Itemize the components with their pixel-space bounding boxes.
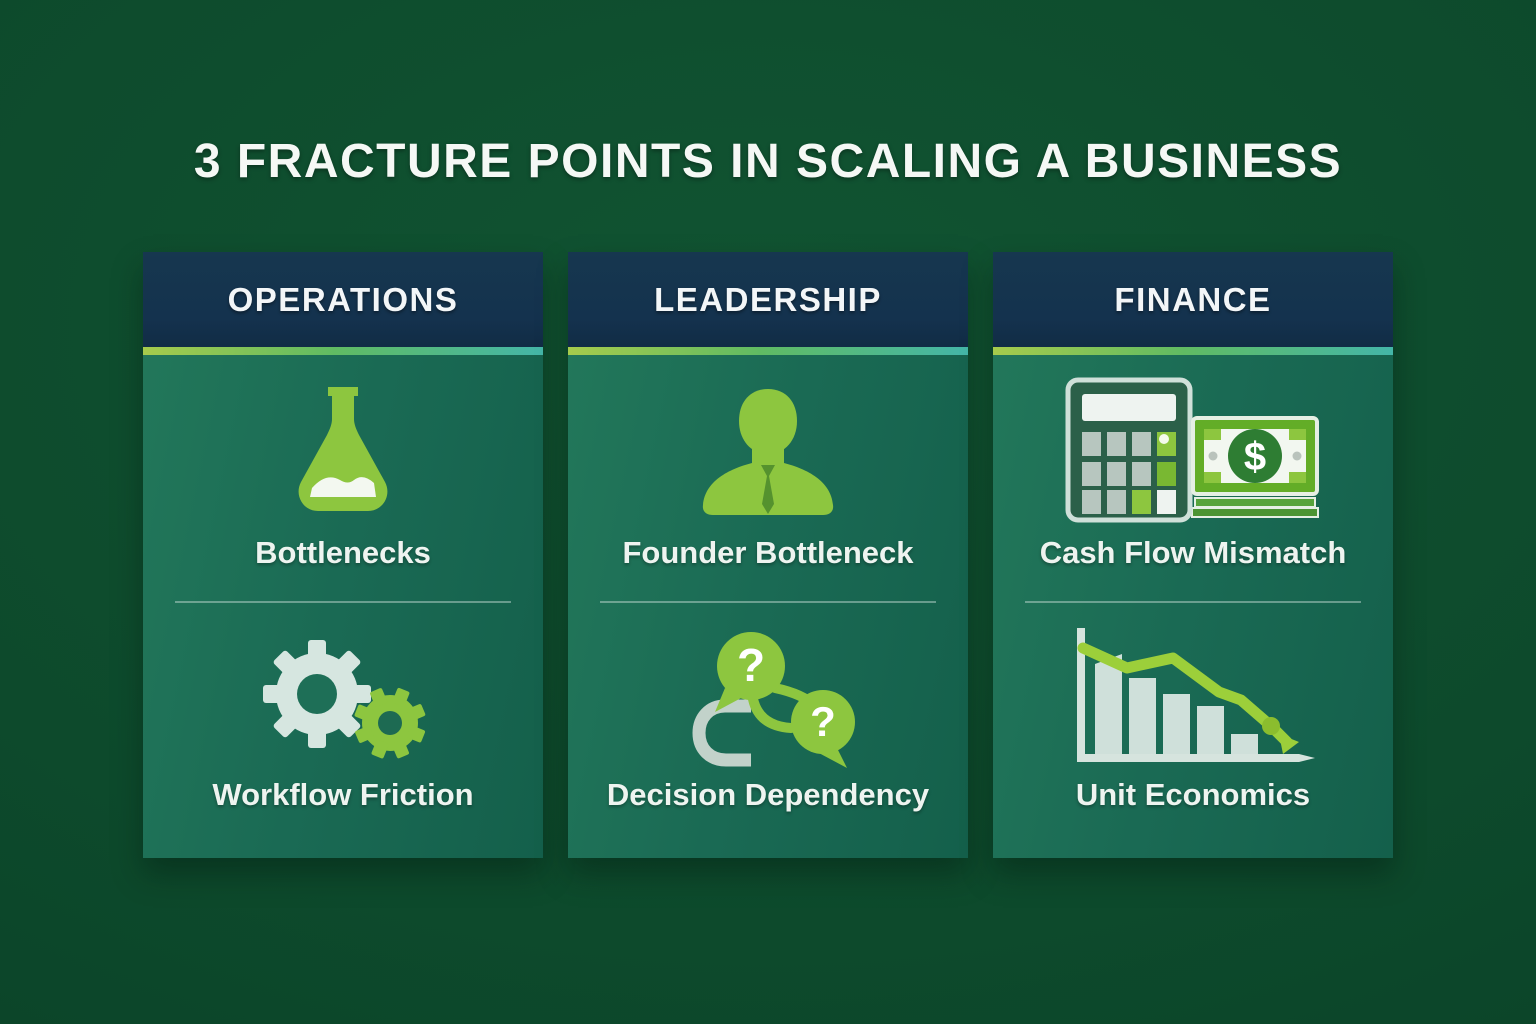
gears-icon — [255, 627, 431, 765]
card-section: Unit Economics — [993, 603, 1393, 815]
section-divider — [175, 601, 511, 603]
card-leadership-body: Founder Bottleneck — [568, 355, 968, 858]
card-section: $ Cash Flow Mismatch — [993, 355, 1393, 573]
accent-gradient-line — [993, 347, 1393, 355]
card-operations-header: OPERATIONS — [143, 252, 543, 347]
card-section: Founder Bottleneck — [568, 355, 968, 573]
card-leadership-header: LEADERSHIP — [568, 252, 968, 347]
item-label: Bottlenecks — [255, 535, 431, 570]
item-label: Decision Dependency — [606, 777, 930, 812]
item-label: Cash Flow Mismatch — [1039, 535, 1347, 570]
card-leadership: LEADERSHIP Founder Bottleneck — [568, 252, 968, 858]
svg-text:$: $ — [1244, 435, 1266, 479]
section-divider — [600, 601, 936, 603]
item-label: Unit Economics — [1075, 777, 1311, 812]
item-label: Workflow Friction — [212, 777, 474, 812]
accent-gradient-line — [568, 347, 968, 355]
card-section: ? ? Decision Dependency — [568, 603, 968, 815]
card-finance-body: $ Cash Flow Mismatch — [993, 355, 1393, 858]
question-bubbles-icon: ? ? — [665, 627, 871, 768]
person-icon — [673, 381, 863, 519]
accent-gradient-line — [143, 347, 543, 355]
declining-bar-chart-icon — [1069, 627, 1317, 765]
card-section: Workflow Friction — [143, 603, 543, 815]
page-title: 3 FRACTURE POINTS IN SCALING A BUSINESS — [193, 135, 1343, 188]
svg-text:?: ? — [737, 639, 765, 691]
fracture-point-cards: OPERATIONS Bottlenecks — [143, 252, 1393, 858]
card-operations: OPERATIONS Bottlenecks — [143, 252, 543, 858]
flask-icon — [281, 381, 405, 519]
calculator-money-icon: $ — [1063, 377, 1323, 523]
card-section: Bottlenecks — [143, 355, 543, 573]
card-operations-body: Bottlenecks — [143, 355, 543, 858]
item-label: Founder Bottleneck — [622, 535, 914, 570]
card-finance: FINANCE — [993, 252, 1393, 858]
card-finance-header: FINANCE — [993, 252, 1393, 347]
section-divider — [1025, 601, 1361, 603]
svg-text:?: ? — [810, 698, 836, 745]
